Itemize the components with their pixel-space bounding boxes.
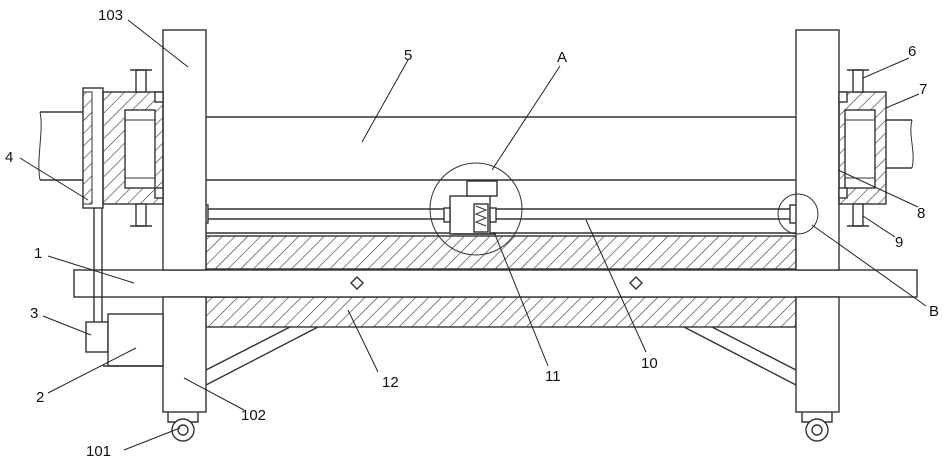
right-upright bbox=[796, 30, 839, 412]
motor-assembly bbox=[86, 314, 163, 366]
drive-belt bbox=[94, 208, 102, 328]
left-caster-wheel bbox=[168, 412, 198, 441]
label-101: 101 bbox=[86, 443, 111, 460]
label-12: 12 bbox=[382, 374, 399, 391]
label-b: B bbox=[929, 303, 939, 320]
label-2: 2 bbox=[36, 389, 44, 406]
label-4: 4 bbox=[5, 149, 13, 166]
left-upright bbox=[163, 30, 206, 412]
label-1: 1 bbox=[34, 245, 42, 262]
right-caster-wheel bbox=[802, 412, 832, 441]
label-10: 10 bbox=[641, 355, 658, 372]
main-beam bbox=[74, 270, 917, 297]
guide-rod bbox=[200, 205, 798, 223]
label-5: 5 bbox=[404, 47, 412, 64]
label-102: 102 bbox=[241, 407, 266, 424]
leader-lines bbox=[20, 20, 926, 450]
label-8: 8 bbox=[917, 205, 925, 222]
left-bearing-assembly bbox=[39, 70, 163, 226]
label-6: 6 bbox=[908, 43, 916, 60]
label-9: 9 bbox=[895, 234, 903, 251]
label-a: A bbox=[557, 49, 567, 66]
label-3: 3 bbox=[30, 305, 38, 322]
label-7: 7 bbox=[919, 81, 927, 98]
label-103: 103 bbox=[98, 7, 123, 24]
label-11: 11 bbox=[545, 368, 561, 385]
right-bearing-assembly bbox=[839, 70, 913, 226]
lower-hatched-plate bbox=[206, 297, 796, 327]
upper-hatched-plate bbox=[206, 236, 796, 269]
